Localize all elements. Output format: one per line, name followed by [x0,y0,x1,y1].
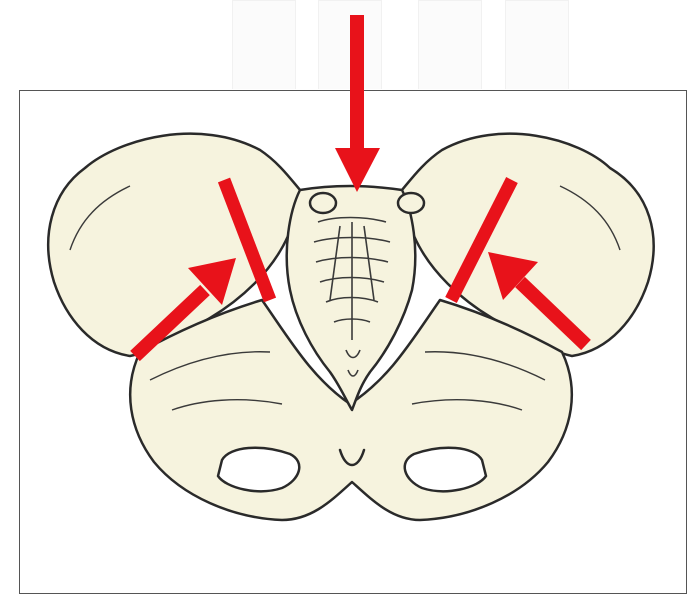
top-arrow [335,15,380,192]
obturator-foramen-left [218,448,299,491]
obturator-foramen-right [405,448,486,491]
sacral-ala-right [398,193,424,213]
sacral-ala-left [310,193,336,213]
